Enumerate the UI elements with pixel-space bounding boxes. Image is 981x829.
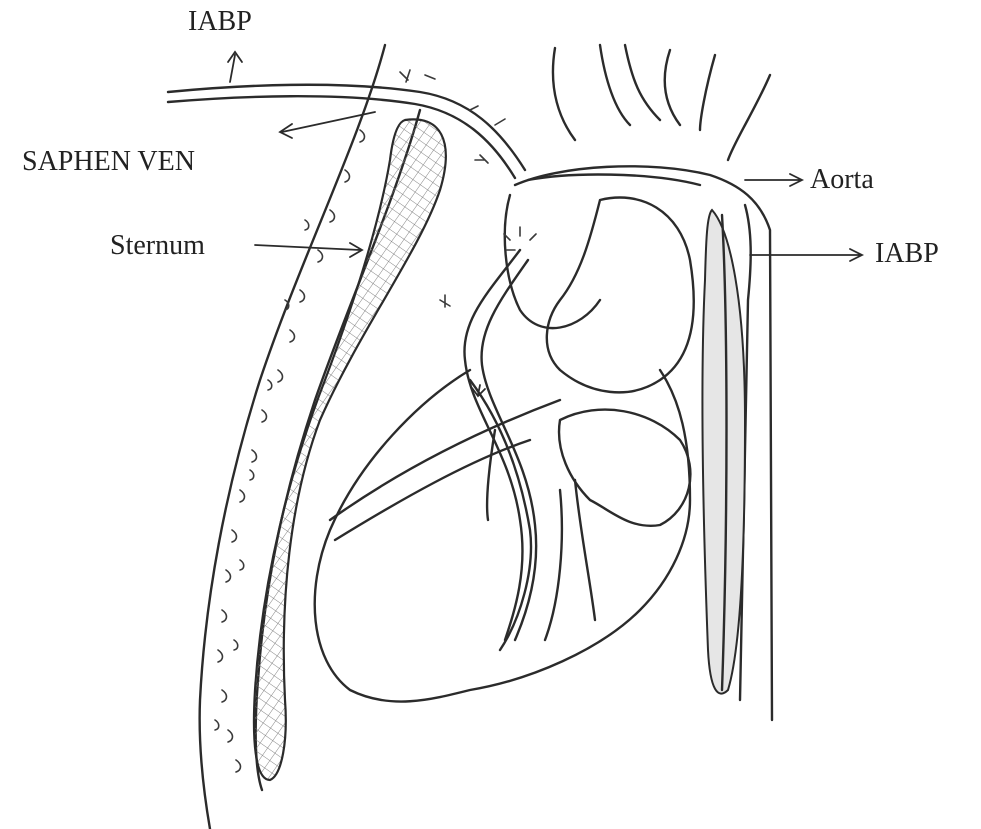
great-vessel-3 bbox=[700, 55, 770, 160]
pulmonary-trunk bbox=[547, 198, 694, 393]
label-saphen-ven: SAPHEN VEN bbox=[22, 148, 195, 176]
great-vessel-2 bbox=[625, 45, 680, 125]
sternum-shape bbox=[254, 119, 446, 780]
label-aorta: Aorta bbox=[810, 166, 874, 194]
heart-outline bbox=[315, 370, 690, 702]
label-iabp-right: IABP bbox=[875, 240, 939, 268]
arrow-iabp-top bbox=[228, 52, 242, 82]
arrow-aorta bbox=[745, 174, 802, 186]
great-vessel-1 bbox=[553, 45, 630, 140]
right-atrium bbox=[505, 195, 600, 328]
graft-anastomosis bbox=[504, 227, 536, 250]
aortic-arch-inner bbox=[528, 175, 700, 185]
chest-wall-texture bbox=[215, 130, 365, 772]
label-iabp-top: IABP bbox=[188, 8, 252, 36]
label-sternum: Sternum bbox=[110, 232, 205, 260]
iabp-tube-upper-2 bbox=[168, 96, 515, 178]
coronary-branch-3 bbox=[545, 480, 595, 640]
coronary-branch-4 bbox=[487, 430, 495, 520]
arrow-saphen-ven bbox=[280, 112, 375, 138]
arrow-iabp-right bbox=[750, 249, 862, 261]
chest-wall-outer bbox=[200, 45, 385, 829]
